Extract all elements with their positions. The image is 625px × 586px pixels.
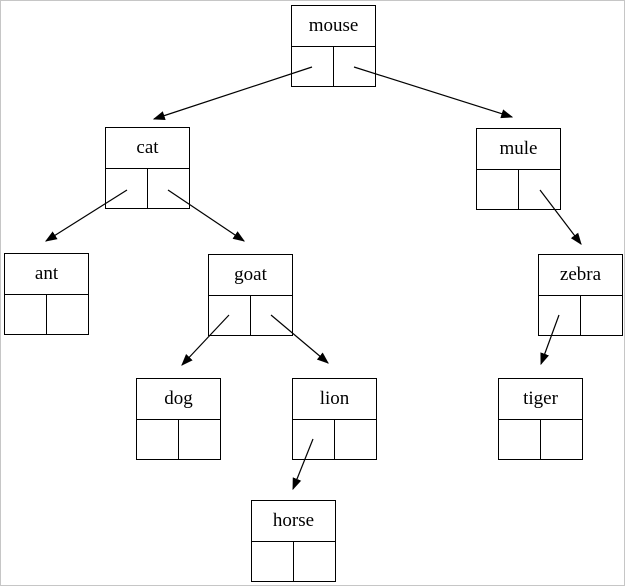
pointer-cells (4, 295, 89, 335)
right-pointer-cell (148, 169, 189, 208)
right-pointer-cell (294, 542, 335, 581)
right-pointer-cell (541, 420, 582, 459)
pointer-cells (208, 296, 293, 336)
pointer-cells (105, 169, 190, 209)
tree-node-cat: cat (105, 127, 190, 209)
tree-node-lion: lion (292, 378, 377, 460)
left-pointer-cell (539, 296, 581, 335)
tree-node-zebra: zebra (538, 254, 623, 336)
node-label: dog (136, 378, 221, 420)
pointer-cells (251, 542, 336, 582)
node-label: mule (476, 128, 561, 170)
node-label: goat (208, 254, 293, 296)
pointer-cells (291, 47, 376, 87)
left-pointer-cell (5, 295, 47, 334)
node-label: ant (4, 253, 89, 295)
right-pointer-cell (334, 47, 375, 86)
pointer-cells (476, 170, 561, 210)
tree-node-mouse: mouse (291, 5, 376, 87)
right-pointer-cell (251, 296, 292, 335)
node-label: horse (251, 500, 336, 542)
node-label: tiger (498, 378, 583, 420)
pointer-cells (538, 296, 623, 336)
left-pointer-cell (106, 169, 148, 208)
tree-node-horse: horse (251, 500, 336, 582)
tree-node-mule: mule (476, 128, 561, 210)
right-pointer-cell (47, 295, 88, 334)
node-label: lion (292, 378, 377, 420)
pointer-cells (498, 420, 583, 460)
left-pointer-cell (499, 420, 541, 459)
tree-node-goat: goat (208, 254, 293, 336)
tree-node-dog: dog (136, 378, 221, 460)
right-pointer-cell (335, 420, 376, 459)
right-pointer-cell (179, 420, 220, 459)
tree-node-tiger: tiger (498, 378, 583, 460)
edge-mouse-mule (353, 66, 514, 119)
right-pointer-cell (519, 170, 560, 209)
pointer-cells (136, 420, 221, 460)
left-pointer-cell (252, 542, 294, 581)
left-pointer-cell (292, 47, 334, 86)
edge-mouse-cat (152, 66, 313, 120)
left-pointer-cell (293, 420, 335, 459)
pointer-cells (292, 420, 377, 460)
node-label: zebra (538, 254, 623, 296)
left-pointer-cell (209, 296, 251, 335)
left-pointer-cell (477, 170, 519, 209)
node-label: cat (105, 127, 190, 169)
right-pointer-cell (581, 296, 622, 335)
tree-node-ant: ant (4, 253, 89, 335)
left-pointer-cell (137, 420, 179, 459)
node-label: mouse (291, 5, 376, 47)
